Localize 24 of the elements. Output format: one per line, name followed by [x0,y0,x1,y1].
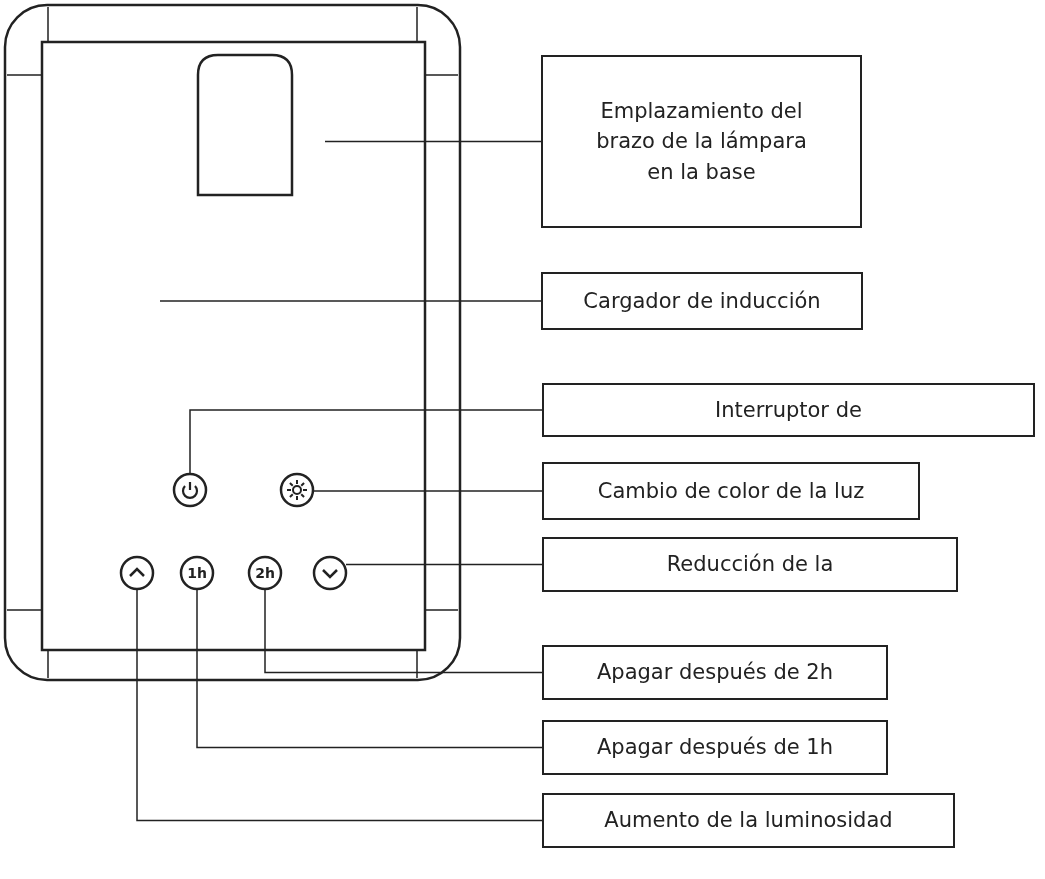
callout-label: Reducción de la [542,537,958,592]
leader-line [345,563,543,566]
lamp-arm-slot [196,53,294,197]
timer-button: 2h [247,555,283,591]
callout-label: Apagar después de 1h [542,720,888,775]
callout-label: Cambio de color de la luz [542,462,920,520]
leader-line [312,490,543,492]
callout-label: Emplazamiento del brazo de la lámpara en la base [541,55,862,228]
leader-line [189,409,543,475]
callout-label: Apagar después de 2h [542,645,888,700]
callout-label: Aumento de la luminosidad [542,793,955,848]
callout-label: Interruptor de [542,383,1035,437]
chevron-up-icon [119,555,155,591]
sun-icon [279,472,315,508]
callout-label: Cargador de inducción [541,272,863,330]
power-icon [172,472,208,508]
leader-line [324,140,542,143]
device-base-drawing [3,3,462,682]
chevron-down-icon [312,555,348,591]
leader-line [136,588,543,822]
timer-button: 1h [179,555,215,591]
leader-line [264,588,543,674]
leader-line [196,588,543,749]
leader-line [159,300,542,302]
